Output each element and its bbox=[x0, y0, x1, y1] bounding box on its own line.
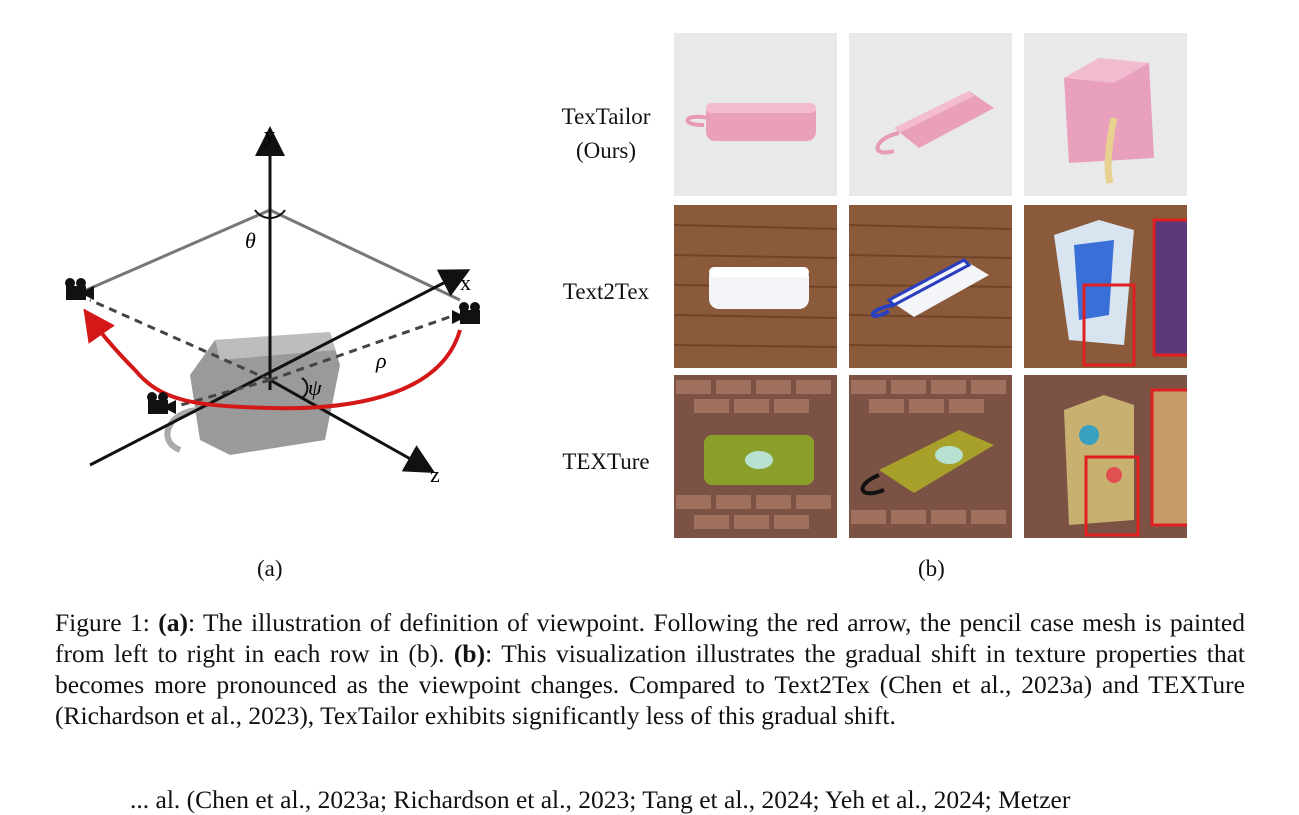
image-texture-view3 bbox=[1024, 375, 1187, 538]
viewpoint-diagram: y x z θ ψ ρ bbox=[40, 110, 510, 490]
caption-a-text: : The illustration of definition of view… bbox=[55, 608, 1245, 668]
row-label-line1: TEXTure bbox=[562, 449, 650, 474]
camera-icon bbox=[147, 392, 176, 414]
theta-ray-left bbox=[74, 208, 271, 297]
image-text2tex-view1 bbox=[674, 205, 837, 368]
image-texture-view1 bbox=[674, 375, 837, 538]
image-textailor-view2 bbox=[849, 33, 1012, 196]
x-axis-label: x bbox=[460, 270, 471, 295]
caption-b-text: : This visualization illustrates the gra… bbox=[55, 639, 1245, 730]
x-axis bbox=[89, 269, 471, 467]
camera-ray-front bbox=[169, 378, 271, 410]
z-axis-label: z bbox=[430, 462, 440, 487]
y-axis-label: y bbox=[264, 122, 275, 147]
image-text2tex-view2 bbox=[849, 205, 1012, 368]
row-label-line2: (Ours) bbox=[575, 138, 637, 163]
z-axis bbox=[269, 378, 436, 473]
caption-b-bold: (b) bbox=[453, 639, 486, 668]
caption-prefix: Figure 1: bbox=[55, 608, 159, 637]
figure-caption: Figure 1: (a): The illustration of defin… bbox=[55, 607, 1245, 731]
theta-ray-right bbox=[269, 208, 461, 302]
row-label-line1: Text2Tex bbox=[562, 279, 650, 304]
subfigure-a-label: (a) bbox=[257, 556, 283, 581]
subfigure-b-label: (b) bbox=[918, 556, 945, 581]
camera-icon bbox=[452, 302, 480, 324]
row-label-texture: TEXTure bbox=[541, 445, 671, 479]
caption-a-bold: (a) bbox=[158, 608, 188, 637]
row-label-textailor: TexTailor (Ours) bbox=[541, 100, 671, 168]
image-textailor-view3 bbox=[1024, 33, 1187, 196]
camera-ray-right bbox=[269, 313, 456, 382]
image-text2tex-view3 bbox=[1024, 205, 1187, 368]
rho-label: ρ bbox=[375, 348, 387, 373]
row-label-line1: TexTailor bbox=[561, 104, 651, 129]
psi-label: ψ bbox=[308, 375, 322, 400]
body-text-partial: ... al. (Chen et al., 2023a; Richardson … bbox=[130, 785, 1071, 814]
image-texture-view2 bbox=[849, 375, 1012, 538]
red-arrow-path bbox=[83, 308, 462, 411]
row-label-text2tex: Text2Tex bbox=[541, 275, 671, 309]
image-textailor-view1 bbox=[674, 33, 837, 196]
viewpoint-diagram-svg: y x z θ ψ ρ bbox=[65, 122, 480, 487]
camera-icon bbox=[65, 278, 94, 300]
theta-label: θ bbox=[245, 228, 256, 253]
camera-ray-left bbox=[89, 298, 271, 382]
